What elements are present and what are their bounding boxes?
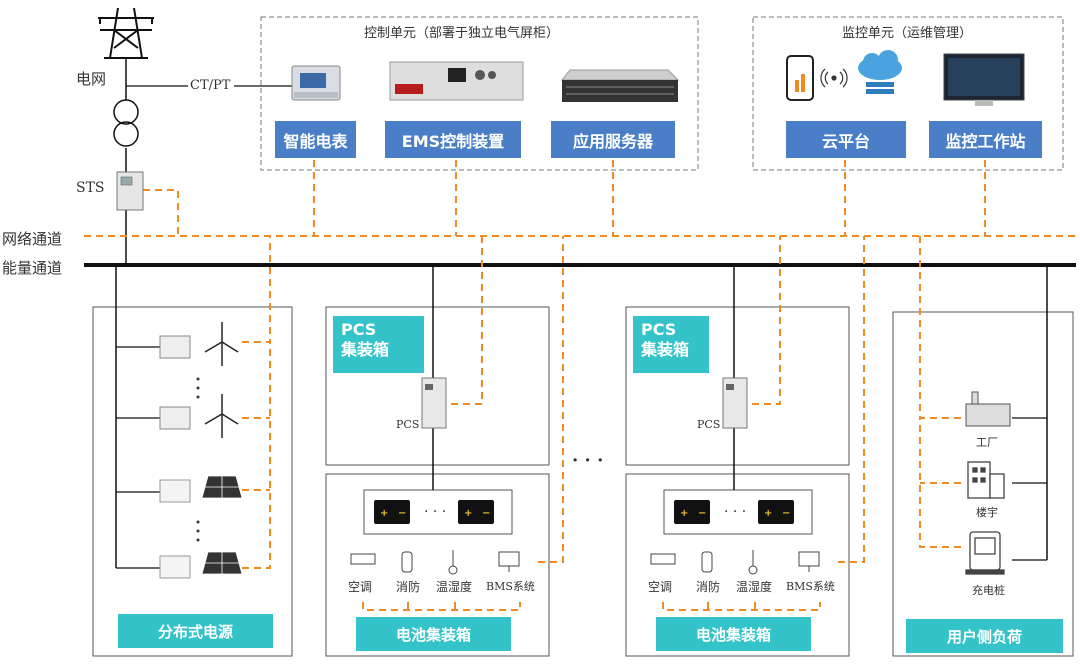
load-item-charger: 充电桩 [972,584,1005,597]
subsystem-label: 温湿度 [736,580,773,594]
smart-meter-button: 智能电表 [275,121,356,158]
grid-label: 电网 [76,70,107,88]
battery-container-label-2: 电池集装箱 [656,617,811,651]
pcs-device-label-2: PCS [697,418,721,431]
distributed-box [92,306,293,657]
wireless-signal-icon [820,68,848,88]
vertical-dots [196,377,200,542]
server-icon [560,69,680,102]
svg-text:+: + [464,508,472,519]
control-unit-frame [260,16,699,171]
pcs-device-label-1: PCS [396,418,420,431]
energy-channel-label: 能量通道 [2,259,63,277]
monitor-unit-frame [752,16,1064,171]
inverter-icon [159,335,191,579]
sts-cabinet-icon [116,171,144,211]
user-load-label: 用户侧负荷 [906,619,1063,653]
monitor-workstation-button: 监控工作站 [929,121,1042,158]
pcs-container-box-1 [325,306,550,466]
subsystem-label: 空调 [648,580,673,594]
building-icon [967,461,1005,499]
pcs-container-box-2 [625,306,850,466]
subsystem-label: 温湿度 [436,580,473,594]
svg-text:−: − [482,508,490,519]
svg-text:+: + [680,508,688,519]
ctpt-label: CT/PT [190,78,231,93]
battery-icon [374,500,794,524]
transformer-icon [113,99,139,147]
svg-text:+: + [764,508,772,519]
cloud-platform-button: 云平台 [786,121,906,158]
factory-icon [965,391,1011,427]
wind-turbine-icon [204,322,239,438]
monitor-workstation-icon [943,53,1025,106]
ems-controller-button: EMS控制装置 [385,121,521,158]
sts-label: STS [76,180,105,196]
bms-monitor-icon [498,551,820,572]
pcs-cabinet-icon [421,377,748,429]
svg-text:−: − [398,508,406,519]
load-box [892,311,1074,657]
network-channel-label: 网络通道 [2,230,63,248]
ems-device-icon [389,61,524,101]
svg-text:−: − [698,508,706,519]
svg-text:−: − [782,508,790,519]
battery-container-box-2 [625,473,850,657]
battery-rack-1 [363,489,513,535]
thermometer-icon [448,550,758,575]
solar-panel-icon [201,475,243,575]
subsystem-label: 消防 [696,580,721,594]
smart-meter-icon [291,65,341,101]
mobile-phone-icon [786,55,814,101]
load-item-building: 楼宇 [976,506,998,519]
cloud-icon [858,50,902,94]
container-ellipsis: · · · [572,450,604,471]
control-unit-title: 控制单元（部署于独立电气屏柜） [364,26,560,41]
battery-rack-2 [663,489,813,535]
svg-text:+: + [380,508,388,519]
app-server-button: 应用服务器 [551,121,675,158]
battery-container-label-1: 电池集装箱 [356,617,511,651]
air-conditioner-icon [350,553,676,565]
subsystem-label: BMS系统 [486,580,535,593]
monitor-unit-title: 监控单元（运维管理） [842,26,973,41]
charging-pile-icon [965,531,1005,575]
transmission-tower-icon [98,7,154,59]
subsystem-label: BMS系统 [786,580,835,593]
battery-container-box-1 [325,473,550,657]
subsystem-label: 消防 [396,580,421,594]
subsystem-label: 空调 [348,580,373,594]
fire-extinguisher-icon [401,551,713,573]
distributed-power-label: 分布式电源 [118,614,273,648]
battery-rack-ellipsis-2: · · · [724,504,747,520]
battery-rack-ellipsis-1: · · · [424,504,447,520]
load-item-factory: 工厂 [976,436,998,449]
